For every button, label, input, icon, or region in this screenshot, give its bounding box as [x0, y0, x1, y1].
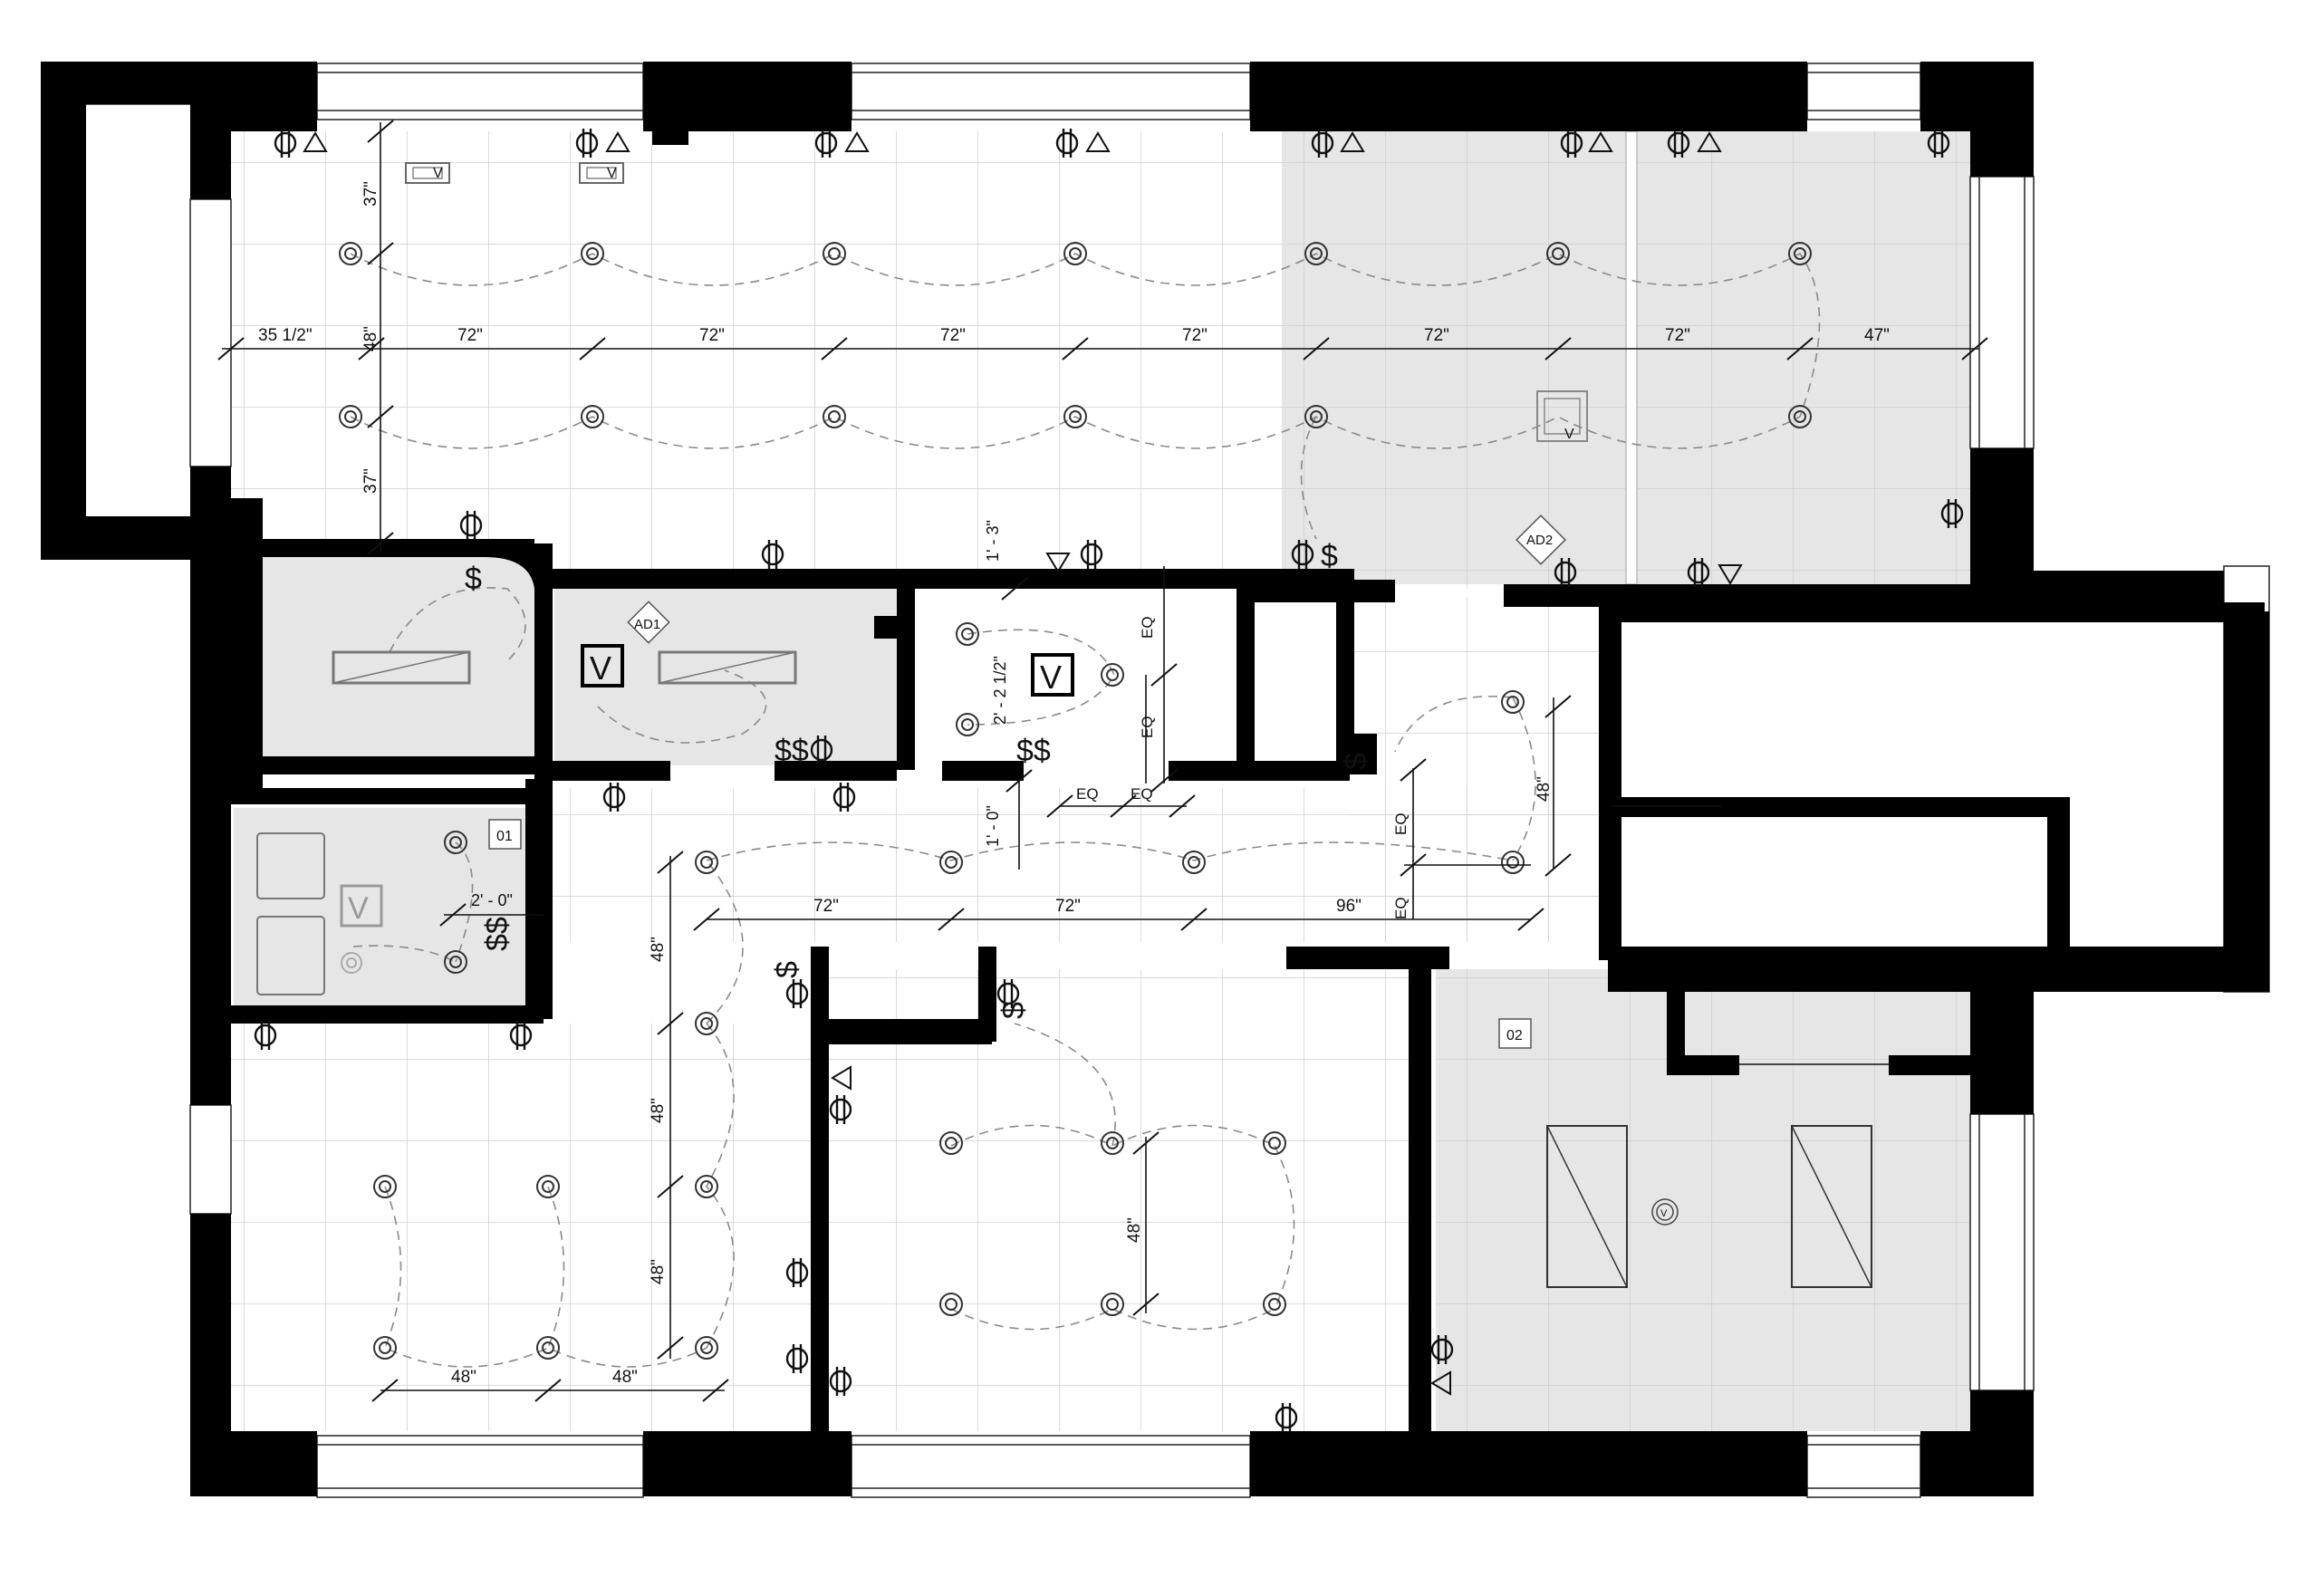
exhaust-vent-icon [1536, 390, 1588, 442]
svg-text:AD2: AD2 [1526, 533, 1553, 548]
vents: V V V V V V V [340, 162, 1679, 1226]
walls [41, 62, 2269, 1496]
dim-top-72-3: 72" [940, 326, 966, 345]
svg-text:V: V [433, 166, 443, 181]
svg-text:V: V [1564, 427, 1574, 442]
dim-vert-48: 48" [361, 326, 380, 351]
dim-middle-72-2: 72" [1055, 897, 1081, 916]
dim-left-offset: 35 1/2" [258, 326, 313, 345]
dim-eq-4: EQ [1131, 785, 1153, 803]
dim-eq-2: EQ [1139, 716, 1156, 738]
dim-core-1-0: 1' - 0" [984, 805, 1002, 847]
dim-middle-72-1: 72" [813, 897, 839, 916]
svg-text:V: V [607, 166, 617, 181]
shaded-zone-ad1 [554, 589, 899, 765]
light-switch-icon: $$ [775, 734, 809, 768]
exhaust-vent-icon [405, 162, 450, 184]
switches: $ $ $$ $$ $ $$ $ $ [465, 539, 1373, 1019]
linear-fixture [658, 650, 797, 685]
dimension-labels: 35 1/2" 72" 72" 72" 72" 72" 72" 47" 37" … [258, 181, 1890, 1387]
recessed-light-icon [341, 952, 362, 974]
dim-lower-48-2: 48" [612, 1368, 638, 1387]
dim-lower-48-1: 48" [451, 1368, 476, 1387]
linear-fixtures [332, 650, 797, 685]
dim-eq-3: EQ [1076, 785, 1099, 803]
dim-top-72-1: 72" [457, 326, 483, 345]
light-switch-icon: $ [1339, 753, 1373, 770]
shaded-zone-left-room [263, 557, 534, 756]
svg-text:V: V [1040, 659, 1062, 696]
dim-top-47: 47" [1864, 326, 1890, 345]
exhaust-vent-icon [579, 162, 624, 184]
dim-mid-48-3: 48" [649, 1259, 668, 1284]
svg-text:V: V [348, 891, 369, 926]
dimension-lines [222, 122, 1979, 1391]
dim-top-72-4: 72" [1182, 326, 1208, 345]
svg-text:V: V [1660, 1208, 1668, 1219]
exhaust-vent-icon [340, 884, 383, 928]
svg-text:01: 01 [496, 829, 513, 844]
tags: AD1 AD2 01 02 [488, 514, 1566, 1049]
dim-mid-48-2: 48" [649, 1098, 668, 1123]
dim-mid-48-1: 48" [649, 937, 668, 962]
light-switch-icon: $$ [480, 917, 515, 951]
exhaust-vent-icon [1651, 1198, 1679, 1226]
svg-text:AD1: AD1 [634, 617, 660, 632]
room-tag-02: 02 [1498, 1018, 1532, 1049]
light-switch-icon: $ [770, 961, 804, 978]
dim-right-48: 48" [1535, 776, 1554, 802]
linear-fixture [332, 650, 471, 685]
shaded-zone-room-01 [234, 808, 533, 1007]
dim-left-2-0: 2' - 0" [471, 891, 513, 909]
dim-top-72-6: 72" [1665, 326, 1690, 345]
svg-text:02: 02 [1506, 1028, 1523, 1043]
recessed-light-icon [1101, 663, 1124, 687]
duplex-outlet-icon [785, 977, 809, 1010]
exhaust-vent-icon [1031, 653, 1074, 697]
divider-column [1625, 130, 1638, 585]
exhaust-vent-icon [581, 644, 624, 687]
light-switch-icon: $ [1321, 539, 1338, 573]
dim-eq-6: EQ [1392, 897, 1410, 919]
dim-core-1-3: 1' - 3" [984, 520, 1002, 562]
dim-eq-1: EQ [1139, 616, 1156, 639]
dim-top-72-2: 72" [699, 326, 725, 345]
light-switch-icon: $$ [1016, 734, 1051, 768]
dim-middle-96: 96" [1336, 897, 1362, 916]
dim-vert-37-bottom: 37" [361, 468, 380, 494]
recessed-lights [339, 242, 1812, 1360]
light-switch-icon: $ [465, 562, 482, 596]
dim-room-48: 48" [1125, 1217, 1144, 1243]
room-01-fixtures [256, 832, 325, 995]
tag-ad2: AD2 [1516, 514, 1566, 565]
dim-top-72-5: 72" [1424, 326, 1449, 345]
circuit-lines [350, 252, 1821, 1368]
dim-eq-5: EQ [1392, 812, 1410, 835]
room-tag-01: 01 [488, 819, 522, 850]
room-02-fixtures [1546, 1125, 1872, 1288]
dim-core-2-2half: 2' - 2 1/2" [991, 656, 1009, 725]
svg-text:V: V [590, 649, 611, 687]
dim-vert-37-top: 37" [361, 181, 380, 207]
light-switch-icon: $ [996, 1002, 1031, 1019]
tag-ad1: AD1 [627, 601, 670, 644]
